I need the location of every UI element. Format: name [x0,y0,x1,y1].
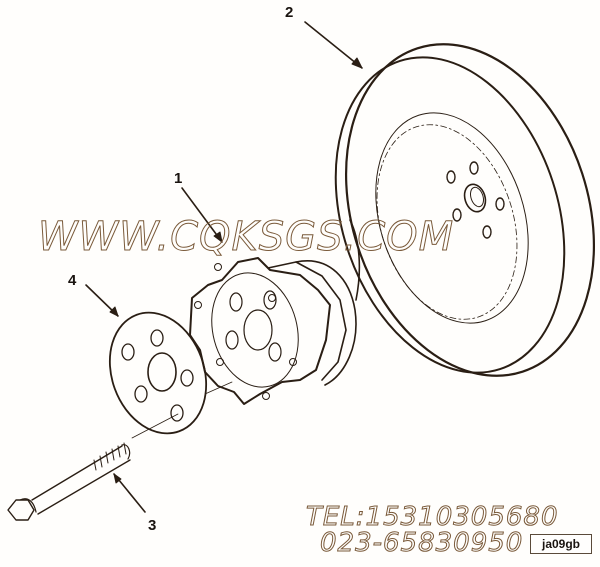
adapter-part [181,187,361,405]
alignment-line [131,413,179,439]
watermark-url: WWW.CQKSGS.COM [37,214,455,261]
damper-part [304,21,596,377]
callout-2: 2 [285,4,294,21]
watermark-tel: TEL:15310305680 [306,502,559,533]
figure-code-label: ja09gb [530,534,592,554]
capscrew-part [7,442,146,521]
watermark-fax: 023-65830950 [319,528,524,559]
callout-4: 4 [68,272,77,289]
callout-3: 3 [148,517,157,534]
callout-1: 1 [174,170,183,187]
plate-part [85,284,208,435]
alignment-line [204,381,233,395]
